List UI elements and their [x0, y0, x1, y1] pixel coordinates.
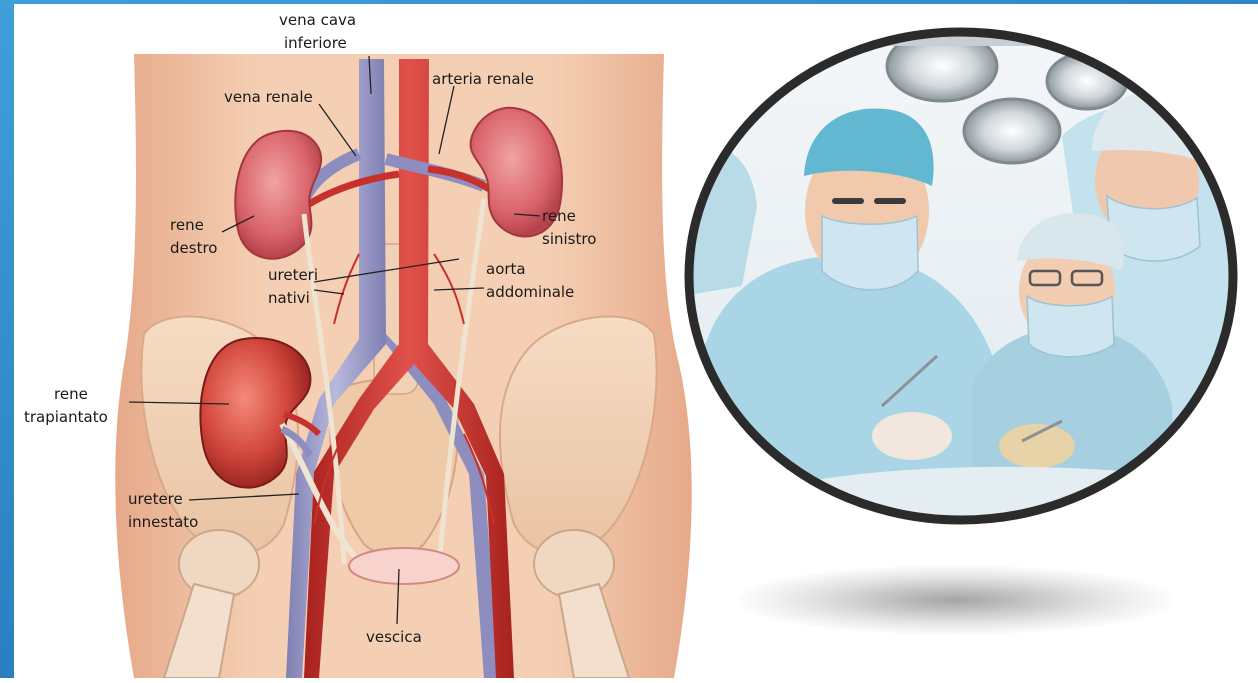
label-rene-sinistro-line1: rene [542, 207, 576, 226]
label-uretere-innestato-line2: innestato [128, 513, 198, 532]
label-vena-cava-line2: inferiore [284, 34, 347, 53]
surgery-photo [682, 26, 1242, 526]
frame-left-bar [0, 0, 14, 678]
label-rene-destro-line2: destro [170, 239, 217, 258]
label-vescica: vescica [366, 628, 422, 647]
right-hip-joint [534, 530, 614, 598]
label-vena-cava-line1: vena cava [279, 11, 356, 30]
photo-drop-shadow [735, 565, 1175, 635]
label-rene-trapiantato-line1: rene [54, 385, 88, 404]
label-rene-trapiantato-line2: trapiantato [24, 408, 108, 427]
label-aorta-line1: aorta [486, 260, 526, 279]
bladder [349, 548, 459, 584]
label-rene-sinistro-line2: sinistro [542, 230, 596, 249]
left-hip-joint [179, 530, 259, 598]
label-ureteri-nativi-line1: ureteri [268, 266, 318, 285]
label-vena-renale: vena renale [224, 88, 313, 107]
label-ureteri-nativi-line2: nativi [268, 289, 310, 308]
label-arteria-renale: arteria renale [432, 70, 534, 89]
surgery-scene [682, 26, 1242, 526]
kidney-transplant-diagram: vena cava inferiore vena renale arteria … [14, 4, 694, 678]
label-uretere-innestato-line1: uretere [128, 490, 183, 509]
label-rene-destro-line1: rene [170, 216, 204, 235]
label-aorta-line2: addominale [486, 283, 574, 302]
anatomy-illustration [14, 4, 694, 678]
